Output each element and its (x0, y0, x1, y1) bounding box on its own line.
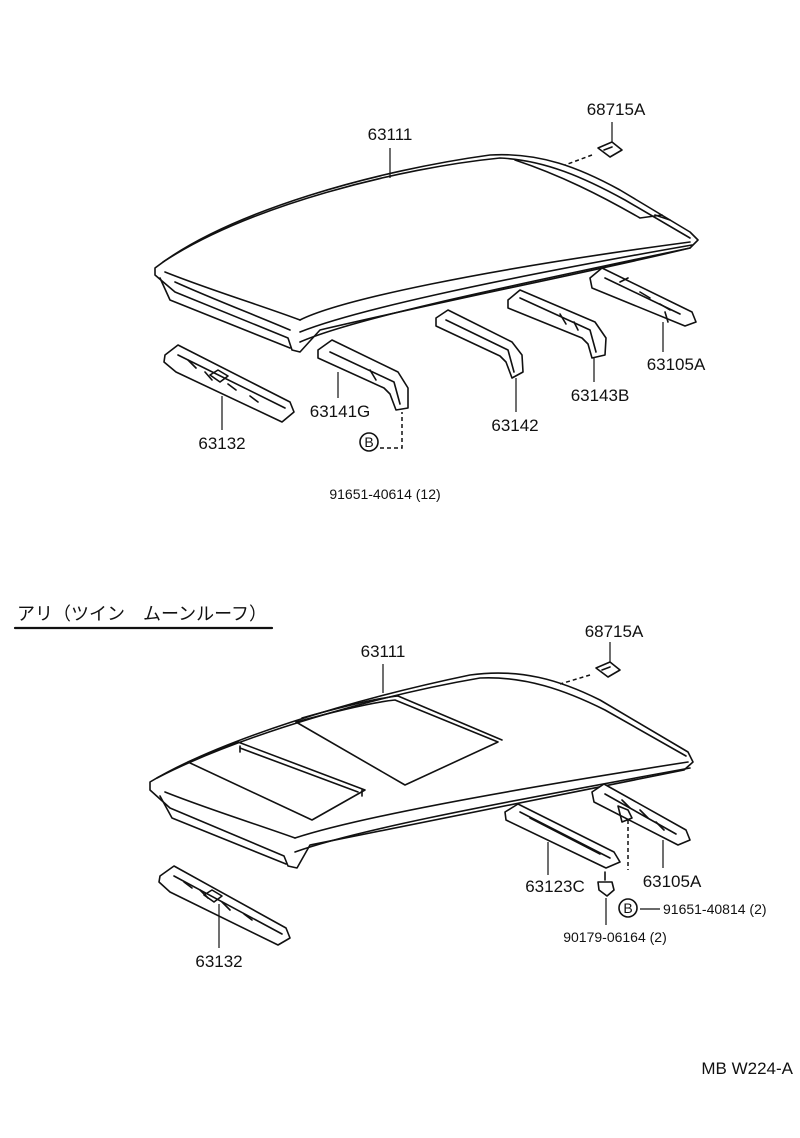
lower-clip-drawing (559, 661, 621, 685)
lower-bolt-label: 91651-40814 (2) (663, 901, 767, 917)
lower-bow-label: 63123C (525, 877, 585, 896)
upper-front-header-drawing (163, 344, 295, 423)
upper-bow-2-drawing (435, 309, 524, 379)
lower-bolt-symbol: B (618, 898, 638, 918)
lower-bow-drawing (504, 803, 621, 869)
lower-roof-panel-drawing (149, 672, 694, 869)
lower-bolt-symbol-letter: B (623, 900, 632, 916)
upper-clip-label: 68715A (587, 100, 646, 119)
upper-rear-reinforcement-drawing (589, 267, 697, 327)
upper-roof-panel-label: 63111 (368, 125, 413, 144)
lower-assembly: B 63111 68715A 63105A 63123C 63132 91651… (149, 622, 767, 971)
upper-roof-panel-drawing (154, 153, 699, 353)
upper-clip-drawing (564, 141, 623, 166)
lower-nut-drawing (597, 820, 629, 897)
upper-bow-1-label: 63141G (310, 402, 371, 421)
upper-bolt-label: 91651-40614 (12) (329, 486, 440, 502)
lower-front-header-drawing (158, 865, 291, 946)
lower-roof-panel-label: 63111 (361, 642, 406, 661)
section-title: アリ（ツイン ムーンルーフ） (17, 604, 267, 625)
upper-bow-3-label: 63143B (571, 386, 630, 405)
upper-bolt-symbol-letter: B (364, 434, 373, 450)
upper-bolt-symbol: B (359, 412, 403, 452)
upper-bow-3-drawing (507, 289, 607, 359)
lower-rear-reinforcement-drawing (591, 783, 691, 846)
lower-rear-reinforcement-label: 63105A (643, 872, 702, 891)
upper-rear-reinforcement-label: 63105A (647, 355, 706, 374)
lower-front-header-label: 63132 (195, 952, 242, 971)
upper-bow-1-drawing (317, 339, 409, 411)
lower-nut-label: 90179-06164 (2) (563, 929, 667, 945)
upper-bow-2-label: 63142 (491, 416, 538, 435)
lower-clip-label: 68715A (585, 622, 644, 641)
section-title-group: アリ（ツイン ムーンルーフ） (13, 604, 274, 630)
upper-front-header-label: 63132 (198, 434, 245, 453)
upper-assembly: B 63111 68715A 63105A 63143B 63142 63141… (154, 100, 706, 502)
figure-code: MB W224-A (701, 1059, 793, 1078)
